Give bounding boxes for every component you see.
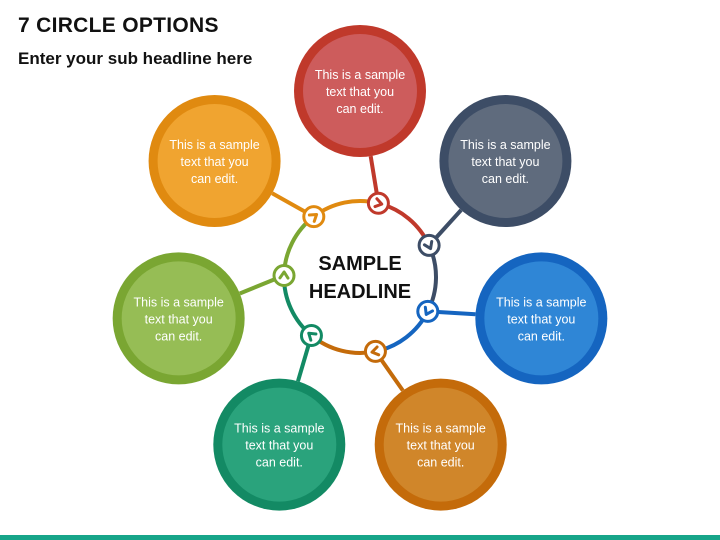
center-headline-line1: SAMPLE [318,253,401,275]
option-green-text-line: This is a sample [134,295,224,309]
chevron-icon [417,233,441,257]
option-blue-text-line: text that you [507,312,575,326]
option-red: This is a sample text that you can edit. [294,25,426,157]
option-red-text-line: text that you [326,85,394,99]
option-brown-text-line: text that you [407,439,475,453]
option-teal-inner-circle [222,387,337,502]
option-orange-text-line: can edit. [191,172,238,186]
option-slate-text-line: can edit. [482,172,529,186]
option-teal-text-line: can edit. [256,456,303,470]
option-green-text-line: can edit. [155,329,202,343]
chevron-icon [302,205,326,229]
chevron-icon [272,263,296,287]
option-green: This is a sample text that you can edit. [112,252,245,385]
option-teal-text-line: This is a sample [234,422,324,436]
option-brown-text-line: This is a sample [396,422,486,436]
chevron-icon [366,191,390,215]
option-green-inner-circle [121,261,236,376]
chevron-glyph [422,239,434,251]
chevron-glyph [307,331,318,342]
option-red-inner-circle [303,34,417,148]
bottom-accent-bar [0,535,720,540]
option-teal: This is a sample text that you can edit. [213,378,346,511]
option-blue-text-line: can edit. [518,329,565,343]
chevron-glyph [278,270,290,280]
option-blue-text-line: This is a sample [496,295,586,309]
option-brown: This is a sample text that you can edit. [374,378,507,511]
chevron-icon [299,323,323,347]
chevron-icon [363,339,387,363]
option-brown-text-line: can edit. [417,456,464,470]
page-title: 7 CIRCLE OPTIONS [18,14,219,37]
option-brown-inner-circle [383,387,498,502]
center-headline-line2: HEADLINE [309,281,411,303]
option-orange-text-line: This is a sample [169,138,259,152]
option-teal-text-line: text that you [245,439,313,453]
option-orange: This is a sample text that you can edit. [148,95,281,228]
page-subtitle: Enter your sub headline here [18,49,253,68]
option-orange-inner-circle [157,104,272,219]
option-slate-text-line: text that you [471,155,539,169]
chevron-glyph [370,345,381,357]
chevron-glyph [423,305,434,316]
chevron-icon [416,299,440,323]
option-red-text-line: This is a sample [315,68,405,82]
option-orange-text-line: text that you [181,155,249,169]
option-slate: This is a sample text that you can edit. [439,95,572,228]
option-slate-inner-circle [448,104,563,219]
chevron-glyph [307,213,319,223]
option-slate-text-line: This is a sample [460,138,550,152]
option-green-text-line: text that you [145,312,213,326]
center-disc [287,204,433,350]
arrow-markers [272,191,441,363]
option-blue: This is a sample text that you can edit. [475,252,608,385]
option-red-text-line: can edit. [336,102,383,116]
option-blue-inner-circle [484,261,599,376]
chevron-glyph [373,197,384,209]
